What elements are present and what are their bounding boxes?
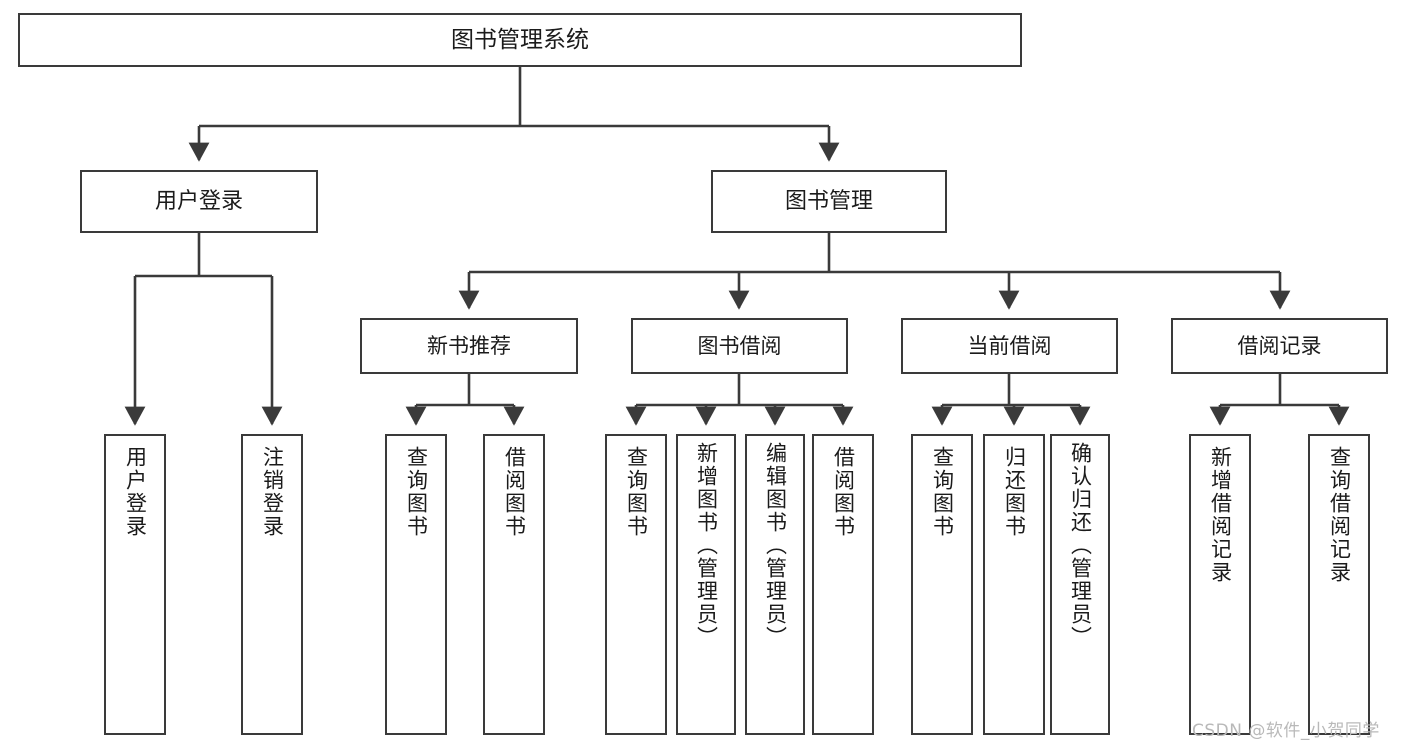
node-new-book-recommend-label: 新书推荐 [427, 333, 511, 358]
node-user-login-label: 用户登录 [154, 188, 243, 214]
node-leaf-user-logout[interactable]: 注销登录 [241, 434, 303, 735]
node-leaf-return-book[interactable]: 归还图书 [983, 434, 1045, 735]
node-new-book-recommend[interactable]: 新书推荐 [360, 318, 578, 374]
node-root-system[interactable]: 图书管理系统 [18, 13, 1022, 67]
node-book-manage[interactable]: 图书管理 [711, 170, 947, 233]
node-book-manage-label: 图书管理 [784, 188, 873, 214]
node-leaf-query-record[interactable]: 查询借阅记录 [1308, 434, 1370, 735]
node-leaf-borrow-book-2[interactable]: 借阅图书 [812, 434, 874, 735]
node-current-borrow[interactable]: 当前借阅 [901, 318, 1118, 374]
node-leaf-add-book-label: 新增图书（管理员） [694, 442, 719, 649]
node-leaf-query-book-1[interactable]: 查询图书 [385, 434, 447, 735]
node-leaf-user-login-label: 用户登录 [123, 446, 148, 538]
node-leaf-query-book-1-label: 查询图书 [404, 446, 429, 538]
node-leaf-add-record[interactable]: 新增借阅记录 [1189, 434, 1251, 735]
node-user-login[interactable]: 用户登录 [80, 170, 318, 233]
node-leaf-query-record-label: 查询借阅记录 [1327, 446, 1352, 584]
node-leaf-confirm-return[interactable]: 确认归还（管理员） [1050, 434, 1110, 735]
node-leaf-edit-book[interactable]: 编辑图书（管理员） [745, 434, 805, 735]
node-leaf-edit-book-label: 编辑图书（管理员） [763, 442, 788, 649]
node-borrow-record-label: 借阅记录 [1237, 333, 1322, 358]
node-leaf-borrow-book-2-label: 借阅图书 [831, 446, 856, 538]
node-leaf-confirm-return-label: 确认归还（管理员） [1068, 442, 1093, 649]
node-leaf-add-record-label: 新增借阅记录 [1208, 446, 1233, 584]
node-leaf-query-book-2-label: 查询图书 [624, 446, 649, 538]
node-borrow-record[interactable]: 借阅记录 [1171, 318, 1388, 374]
node-leaf-user-logout-label: 注销登录 [260, 446, 285, 538]
node-root-label: 图书管理系统 [451, 26, 589, 53]
node-leaf-user-login[interactable]: 用户登录 [104, 434, 166, 735]
node-book-borrow[interactable]: 图书借阅 [631, 318, 848, 374]
node-leaf-borrow-book-1-label: 借阅图书 [502, 446, 527, 538]
node-leaf-query-book-3[interactable]: 查询图书 [911, 434, 973, 735]
node-book-borrow-label: 图书借阅 [697, 333, 782, 358]
node-leaf-query-book-3-label: 查询图书 [930, 446, 955, 538]
node-current-borrow-label: 当前借阅 [967, 333, 1052, 358]
csdn-watermark: CSDN @软件_小贺同学 [1192, 721, 1380, 741]
node-leaf-borrow-book-1[interactable]: 借阅图书 [483, 434, 545, 735]
node-leaf-query-book-2[interactable]: 查询图书 [605, 434, 667, 735]
node-leaf-add-book[interactable]: 新增图书（管理员） [676, 434, 736, 735]
node-leaf-return-book-label: 归还图书 [1002, 446, 1027, 538]
